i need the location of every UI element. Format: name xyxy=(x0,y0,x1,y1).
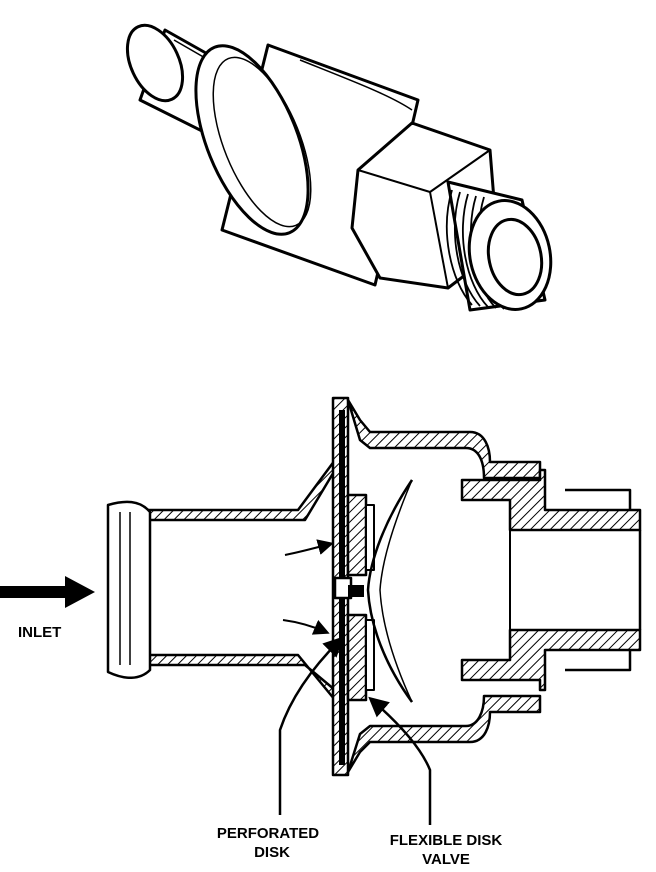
flexible-leader xyxy=(368,696,432,825)
flexible-disk-valve-label-line2: VALVE xyxy=(422,851,470,868)
perforated-disk-label-line1: PERFORATED xyxy=(217,825,319,842)
inlet-label: INLET xyxy=(18,624,61,641)
perforated-leader xyxy=(278,636,344,815)
cross-section-view xyxy=(106,396,642,777)
outlet-fitting xyxy=(460,468,642,692)
flow-arrow-lower xyxy=(282,619,330,635)
valve-seat xyxy=(333,493,375,702)
iso-threaded-outlet xyxy=(446,180,553,312)
arrow-right-icon xyxy=(0,576,95,608)
flexible-disk-valve xyxy=(366,479,414,703)
isometric-valve-view xyxy=(125,23,553,312)
inlet-tube xyxy=(106,458,337,702)
outlet-housing xyxy=(346,398,542,774)
perforated-disk-label-line2: DISK xyxy=(254,844,290,861)
leader-lines xyxy=(278,636,432,825)
flexible-disk-valve-label-line1: FLEXIBLE DISK xyxy=(390,832,503,849)
flow-arrow-upper xyxy=(284,539,334,556)
flow-arrows xyxy=(282,539,334,635)
